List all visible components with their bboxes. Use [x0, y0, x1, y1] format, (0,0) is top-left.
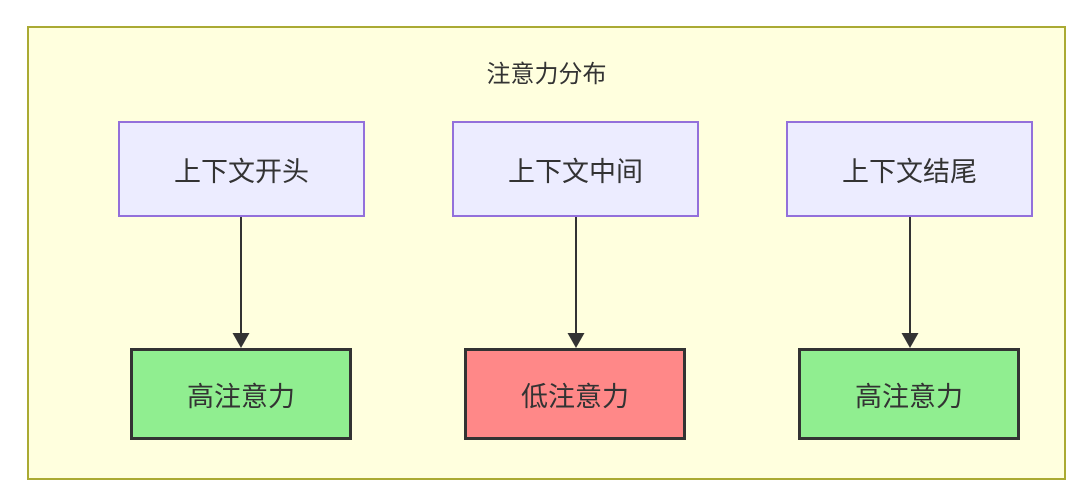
node-context-end: 上下文结尾 [786, 121, 1033, 217]
arrow-down-icon [567, 217, 585, 348]
node-label: 上下文开头 [174, 156, 309, 187]
arrow-down-icon [232, 217, 250, 348]
node-label: 高注意力 [855, 381, 963, 412]
arrow-down-icon [901, 217, 919, 348]
node-high-attention-2: 高注意力 [798, 348, 1020, 440]
node-label: 高注意力 [187, 381, 295, 412]
node-context-start: 上下文开头 [118, 121, 365, 217]
diagram-title: 注意力分布 [486, 61, 607, 88]
node-label: 上下文结尾 [842, 156, 977, 187]
node-label: 低注意力 [521, 381, 629, 412]
node-high-attention-1: 高注意力 [130, 348, 352, 440]
node-label: 上下文中间 [508, 156, 643, 187]
diagram-frame: 注意力分布 上下文开头 高注意力 上下文中间 低注意力 上下文结尾 [27, 26, 1066, 480]
node-low-attention: 低注意力 [464, 348, 686, 440]
node-context-middle: 上下文中间 [452, 121, 699, 217]
